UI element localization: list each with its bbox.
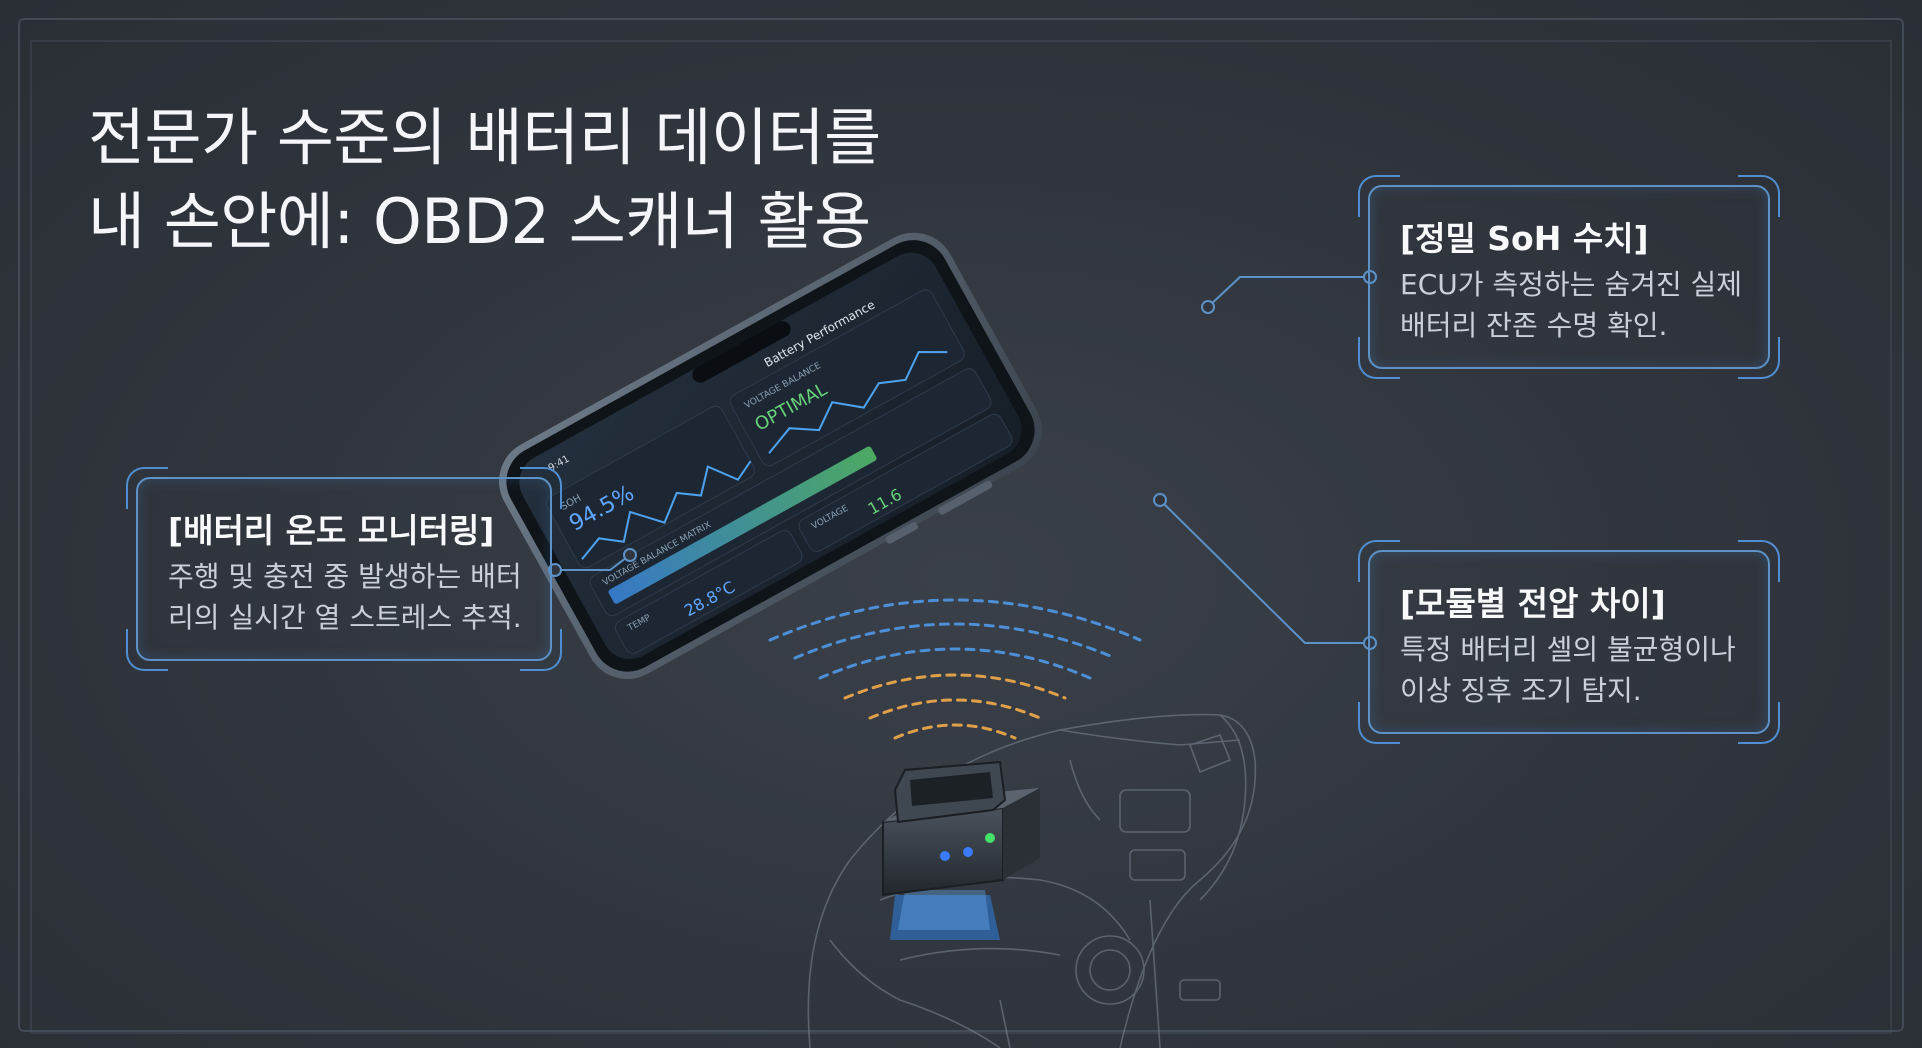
callout-temperature: [배터리 온도 모니터링] 주행 및 충전 중 발생하는 배터 리의 실시간 열… [126,467,562,671]
callout-soh-heading: [정밀 SoH 수치] [1400,219,1649,258]
callout-box [1368,550,1770,734]
obd2-scanner [882,760,1040,940]
signal-waves [768,598,1142,740]
title-line-2: 내 손안에: OBD2 스캐너 활용 [88,185,871,258]
outer-frame [18,18,1904,1032]
callout-temperature-body: 주행 및 충전 중 발생하는 배터 리의 실시간 열 스트레스 추적. [168,560,522,634]
callout-voltage-heading: [모듈별 전압 차이] [1400,584,1666,623]
smartphone: 9:41 Battery Performance SOH 94.5% VOLTA… [499,232,1042,679]
callout-voltage: [모듈별 전압 차이] 특정 배터리 셀의 불균형이나 이상 징후 조기 탐지. [1358,540,1780,744]
page-title: 전문가 수준의 배터리 데이터를 내 손안에: OBD2 스캐너 활용 [88,96,881,264]
title-line-1: 전문가 수준의 배터리 데이터를 [88,101,881,174]
callout-soh-body: ECU가 측정하는 숨겨진 실제 배터리 잔존 수명 확인. [1400,268,1743,342]
inner-frame [30,40,1892,1034]
dashboard-wireframe [807,713,1257,1048]
led-blue-1 [940,851,950,861]
callout-voltage-body: 특정 배터리 셀의 불균형이나 이상 징후 조기 탐지. [1400,633,1736,707]
callout-soh: [정밀 SoH 수치] ECU가 측정하는 숨겨진 실제 배터리 잔존 수명 확… [1358,175,1780,379]
connector-lines [548,270,1377,650]
led-blue-2 [963,847,973,857]
callout-box [1368,185,1770,369]
callout-temperature-heading: [배터리 온도 모니터링] [168,511,495,550]
led-green [985,833,995,843]
callout-box [136,477,552,661]
